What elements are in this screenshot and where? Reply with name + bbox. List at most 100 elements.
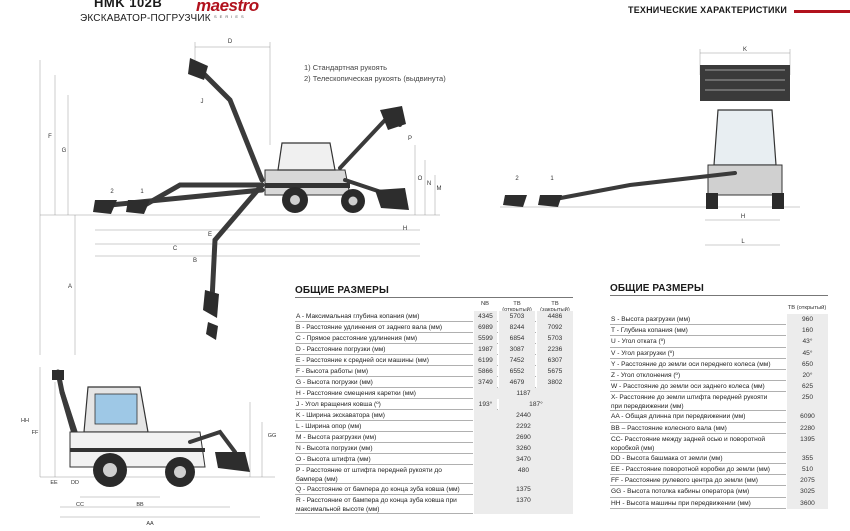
dim-label-l: L <box>741 239 745 245</box>
row-value: 4486 <box>536 311 573 322</box>
dim-label-c: C <box>173 246 178 252</box>
row-value: 4679 <box>498 377 535 388</box>
row-value: 3025 <box>786 486 828 498</box>
table-row: GG - Высота потолка кабины оператора (мм… <box>610 486 828 498</box>
arm-notes: 1) Стандартная рукоять 2) Телескопическа… <box>304 62 446 84</box>
row-label: M - Высота разгрузки (мм) <box>296 434 377 441</box>
table-row: HH - Высота машины при передвижении (мм)… <box>610 497 828 509</box>
row-label: J - Угол вращения ковша (º) <box>296 401 381 408</box>
dim-label-cc: CC <box>76 502 84 508</box>
row-value: 6199 <box>473 355 497 366</box>
row-value: 187° <box>498 399 573 410</box>
row-value: 480 <box>473 465 573 484</box>
row-value: 3802 <box>536 377 573 388</box>
dim-label-n: N <box>427 181 431 187</box>
row-label: U - Угол отката (º) <box>611 338 666 346</box>
row-value: 45° <box>786 347 828 359</box>
dim-label-bb: BB <box>136 502 144 508</box>
table-row: V - Угол разгрузки (º) 45° <box>610 347 828 359</box>
dim-label-h: H <box>403 226 407 232</box>
dim-label-b: B <box>193 258 197 264</box>
table1-col-nb: NB <box>480 301 490 307</box>
row-value: 1987 <box>473 344 497 355</box>
row-label: E - Расстояние к средней оси машины (мм) <box>296 357 429 364</box>
dim-label-f: F <box>48 134 52 140</box>
row-value: 4345 <box>473 311 497 322</box>
row-value: 5703 <box>498 311 535 322</box>
row-label: Y - Расстояние до земли оси переднего ко… <box>611 360 771 368</box>
row-label: O - Высота штифта (мм) <box>296 456 371 463</box>
table2-rule <box>610 295 828 296</box>
row-value: 1395 <box>786 433 828 453</box>
section-heading: ТЕХНИЧЕСКИЕ ХАРАКТЕРИСТИКИ <box>628 5 788 15</box>
dim-label-arm2-right: 2 <box>515 176 519 182</box>
side-view-diagram: D F G A B C E H O N M P 2 1 J <box>39 39 442 355</box>
row-label: C - Прямое расстояние удлинения (мм) <box>296 335 418 342</box>
row-value: 2236 <box>536 344 573 355</box>
row-value: 6307 <box>536 355 573 366</box>
dim-label-arm2: 2 <box>110 189 114 195</box>
row-label: S - Высота разгрузки (мм) <box>611 316 691 323</box>
row-value: 510 <box>786 464 828 476</box>
note-standard-arm: 1) Стандартная рукоять <box>304 63 388 72</box>
heading-accent-line <box>794 10 850 13</box>
row-label: CC- Расстояние между задней осью и повор… <box>611 435 766 452</box>
dim-label-g: G <box>62 148 67 154</box>
table-row: S - Высота разгрузки (мм)960 <box>610 314 828 326</box>
row-value: 3260 <box>473 443 573 454</box>
row-value: 3749 <box>473 377 497 388</box>
dim-label-m: M <box>437 186 442 192</box>
row-value: 20° <box>786 370 828 382</box>
row-label: V - Угол разгрузки (º) <box>611 349 675 357</box>
dim-label-gg: GG <box>268 433 277 439</box>
table-row: P - Расстояние от штифта передней рукоят… <box>295 465 573 484</box>
row-label: H - Расстояние смещения каретки (мм) <box>296 390 417 397</box>
row-label: Z - Угол отклонения (º) <box>611 372 681 379</box>
row-value: 8244 <box>498 322 535 333</box>
dim-label-ee: EE <box>50 480 58 486</box>
row-value: 7452 <box>498 355 535 366</box>
table1-rule <box>295 297 573 298</box>
row-label: X- Расстояние до земли штифта передней р… <box>611 394 768 411</box>
dim-label-k: K <box>743 47 747 53</box>
row-value: 6552 <box>498 366 535 377</box>
row-value: 1370 <box>473 495 573 514</box>
table-row: DD - Высота башмака от земли (мм)355 <box>610 452 828 464</box>
row-value: 5703 <box>536 333 573 344</box>
dim-label-j: J <box>201 99 204 105</box>
table1-col-tb-closed: TB (закрытый) <box>540 301 570 313</box>
row-value: 650 <box>786 358 828 370</box>
table-row: K - Ширина экскаватора (мм)2440 <box>295 410 573 421</box>
row-label: EE - Расстояние поворотной коробки до зе… <box>611 466 770 473</box>
row-label: N - Высота погрузки (мм) <box>296 445 373 452</box>
row-label: P - Расстояние от штифта передней рукоят… <box>296 467 442 483</box>
model-title: HMK 102B <box>94 0 163 10</box>
row-label: R - Расстояние от бампера до конца зуба … <box>296 497 457 513</box>
brand-series: SERIES <box>214 14 247 19</box>
row-label: BB – Расстояние колесного вала (мм) <box>611 424 727 432</box>
table-row: W - Расстояние до земли оси заднего коле… <box>610 381 828 393</box>
row-value: 5675 <box>536 366 573 377</box>
transport-view-diagram: FF EE DD CC BB AA GG HH <box>21 367 277 527</box>
row-value: 6090 <box>786 411 828 423</box>
row-label: F - Высота работы (мм) <box>296 368 369 375</box>
front-view-diagram: K 2 1 H L <box>500 47 800 246</box>
table-row: X- Расстояние до земли штифта передней р… <box>610 392 828 412</box>
table-row: N - Высота погрузки (мм) 3260 <box>295 443 573 454</box>
row-value: 2292 <box>473 421 573 432</box>
row-label: GG - Высота потолка кабины оператора (мм… <box>611 488 750 496</box>
table-row: M - Высота разгрузки (мм)2690 <box>295 432 573 443</box>
row-label: A - Максимальная глубина копания (мм) <box>296 313 420 320</box>
row-value: 193° <box>473 399 497 410</box>
model-subtitle: ЭКСКАВАТОР-ПОГРУЗЧИК <box>80 13 211 24</box>
row-label: FF - Расстояние рулевого центра до земли… <box>611 477 758 485</box>
row-label: DD - Высота башмака от земли (мм) <box>611 454 723 462</box>
dimensions-table-2: TB (открытый) S - Высота разгрузки (мм)9… <box>610 298 828 531</box>
table-row: A - Максимальная глубина копания (мм) 434… <box>295 311 573 322</box>
row-label: W - Расстояние до земли оси заднего коле… <box>611 383 765 391</box>
dim-label-h-right: H <box>741 214 745 220</box>
table-row: H - Расстояние смещения каретки (мм)1187 <box>295 388 573 399</box>
row-label: D - Расстояние погрузки (мм) <box>296 346 386 353</box>
